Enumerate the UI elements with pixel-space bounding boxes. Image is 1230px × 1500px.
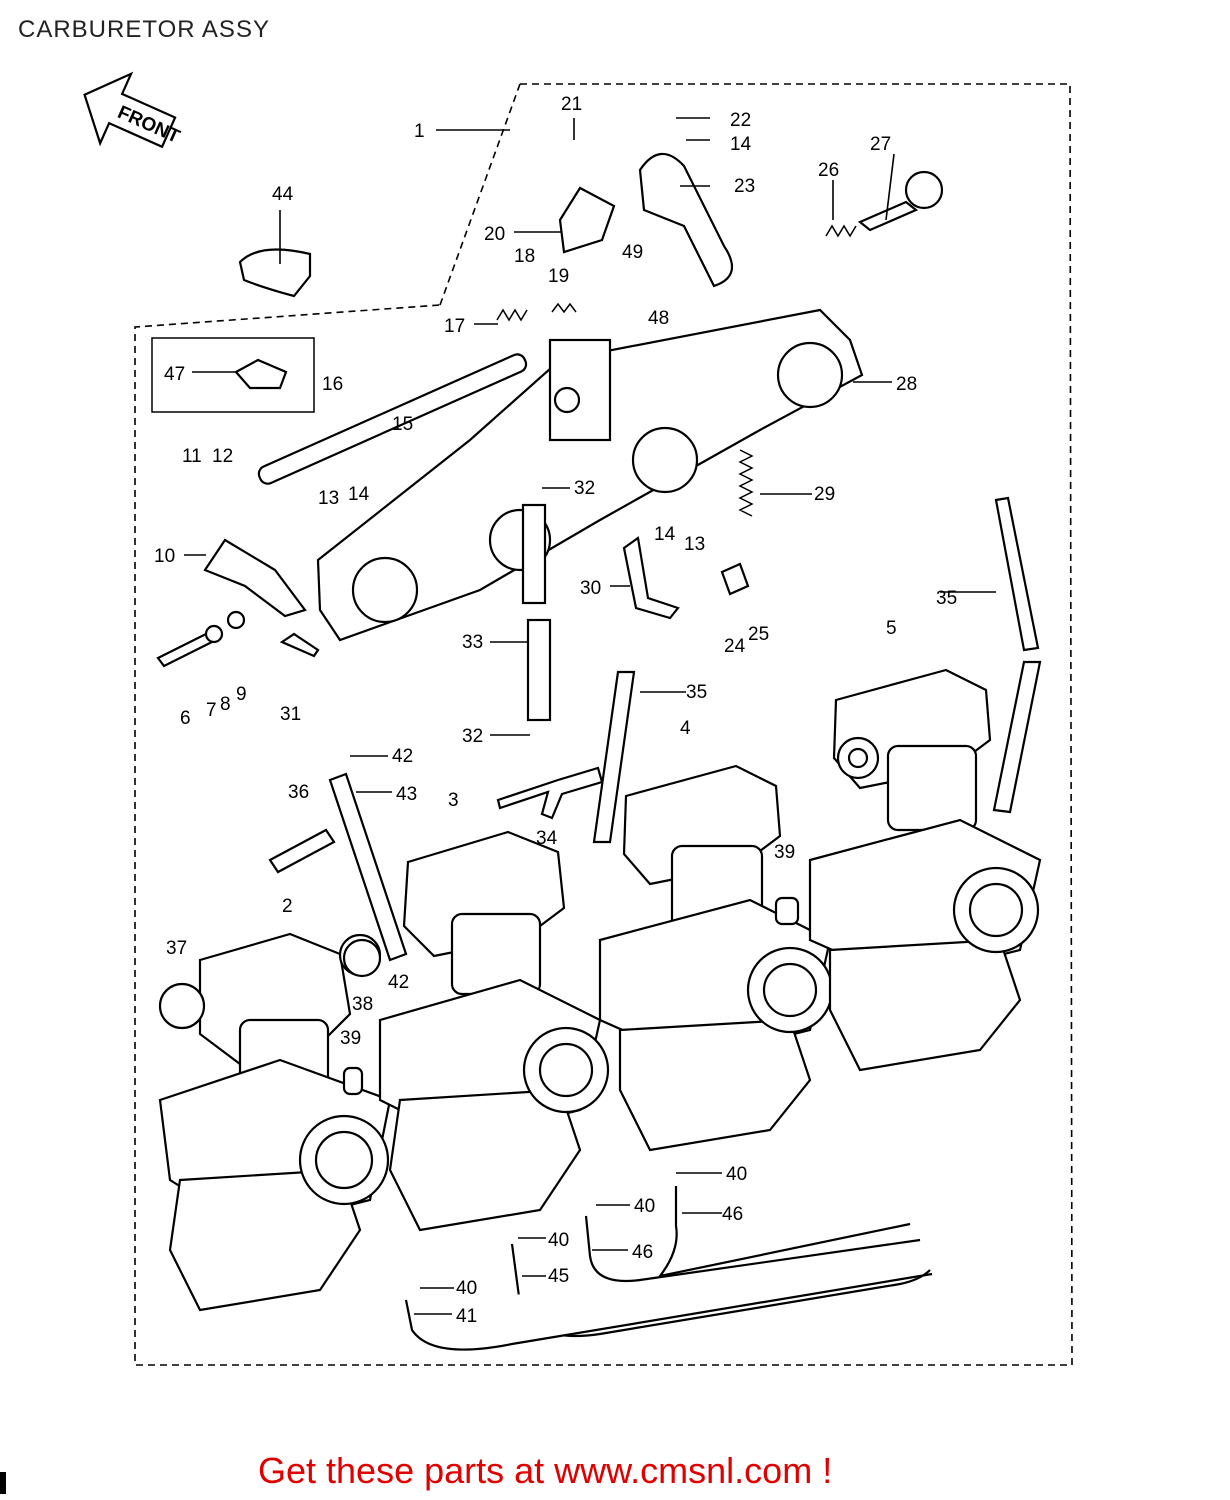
callout-14a: 14 — [348, 484, 370, 505]
carburetor-5 — [808, 668, 1042, 1072]
assembly-outline — [134, 83, 1073, 1366]
cmsnl-promo-link[interactable]: Get these parts at www.cmsnl.com ! — [258, 1450, 833, 1491]
callout-27: 27 — [870, 134, 891, 155]
callout-18: 18 — [514, 246, 535, 267]
callout-29: 29 — [814, 484, 835, 505]
callout-32a: 32 — [574, 478, 595, 499]
corner-mark — [0, 1472, 6, 1494]
callout-1: 1 — [414, 121, 425, 142]
part-39-cap-left — [342, 1066, 364, 1096]
callout-14b: 14 — [730, 134, 752, 155]
callout-39b: 39 — [774, 842, 795, 863]
part-23-lever — [638, 152, 734, 288]
carburetor-2 — [158, 932, 392, 1312]
spring-26 — [825, 224, 857, 238]
tube-33-upper — [521, 503, 547, 605]
callout-40d: 40 — [456, 1278, 477, 1299]
callout-40b: 40 — [634, 1196, 655, 1217]
callout-39a: 39 — [340, 1028, 361, 1049]
callout-23: 23 — [734, 176, 755, 197]
callout-46b: 46 — [632, 1242, 653, 1263]
part-20-bracket — [558, 186, 616, 254]
part-47-box — [151, 337, 315, 413]
callout-labels: 1 2 3 4 5 6 7 8 9 10 11 12 13 14 15 16 1… — [154, 94, 957, 1327]
part-6-screw — [156, 632, 214, 668]
page-title: CARBURETOR ASSY — [18, 16, 270, 43]
callout-5: 5 — [886, 618, 897, 639]
callout-38: 38 — [352, 994, 373, 1015]
callout-37: 37 — [166, 938, 187, 959]
tube-33-lower — [526, 618, 552, 722]
part-44-clip — [238, 248, 312, 298]
part-39-cap-right — [774, 896, 800, 926]
callout-8: 8 — [220, 694, 231, 715]
tube-35-left — [592, 670, 636, 844]
callout-40c: 40 — [548, 1230, 569, 1251]
callout-31: 31 — [280, 704, 301, 725]
callout-19: 19 — [548, 266, 569, 287]
part-47-plate — [234, 358, 288, 390]
callout-16: 16 — [322, 374, 343, 395]
callout-20: 20 — [484, 224, 505, 245]
callout-15: 15 — [392, 414, 413, 435]
callout-46a: 46 — [722, 1204, 743, 1225]
callout-25: 25 — [748, 624, 769, 645]
spring-17 — [496, 308, 528, 322]
part-31-screw — [279, 632, 320, 658]
tube-43 — [328, 772, 408, 962]
callout-9: 9 — [236, 684, 247, 705]
callout-6: 6 — [180, 708, 191, 729]
callout-40a: 40 — [726, 1164, 747, 1185]
callout-45: 45 — [548, 1266, 569, 1287]
carburetor-3 — [378, 830, 610, 1232]
callout-33: 33 — [462, 632, 483, 653]
carburetor-exploded-diagram: FRONT — [83, 71, 1073, 1366]
callout-4: 4 — [680, 718, 691, 739]
part-27-screw — [857, 200, 919, 232]
callout-11: 11 — [182, 446, 202, 467]
callout-47: 47 — [164, 364, 185, 385]
callout-22: 22 — [730, 110, 751, 131]
tube-35-right — [994, 496, 1040, 652]
callout-43: 43 — [396, 784, 417, 805]
callout-2: 2 — [282, 896, 293, 917]
callout-30: 30 — [580, 578, 601, 599]
leader-lines — [184, 117, 996, 1315]
spring-29 — [738, 449, 754, 517]
callout-35b: 35 — [936, 588, 957, 609]
callout-12: 12 — [212, 446, 233, 467]
callout-13a: 13 — [318, 488, 339, 509]
callout-36: 36 — [288, 782, 309, 803]
throttle-shaft — [257, 353, 528, 485]
callout-42b: 42 — [388, 972, 409, 993]
callout-13b: 13 — [684, 534, 705, 555]
callout-44: 44 — [272, 184, 294, 205]
callout-32b: 32 — [462, 726, 483, 747]
callout-10: 10 — [154, 546, 175, 567]
callout-41: 41 — [456, 1306, 477, 1327]
part-38-cap — [342, 938, 382, 978]
callout-21: 21 — [561, 94, 582, 115]
callout-34: 34 — [536, 828, 558, 849]
callout-7: 7 — [206, 700, 217, 721]
callout-26: 26 — [818, 160, 839, 181]
callout-17: 17 — [444, 316, 465, 337]
callout-35a: 35 — [686, 682, 707, 703]
part-30-bracket — [622, 536, 680, 620]
callout-42a: 42 — [392, 746, 413, 767]
carburetor-4 — [598, 764, 834, 1152]
callout-48: 48 — [648, 308, 669, 329]
callout-28: 28 — [896, 374, 917, 395]
callout-14c: 14 — [654, 524, 676, 545]
spring-19 — [551, 302, 577, 314]
front-arrow: FRONT — [83, 71, 183, 149]
t-fitting-34 — [496, 766, 604, 820]
fitting-36 — [268, 828, 336, 874]
part-24-fitting — [720, 562, 750, 596]
callout-49: 49 — [622, 242, 643, 263]
tube-35-right-lower — [992, 660, 1042, 814]
callout-24: 24 — [724, 636, 746, 657]
part-10-lever — [203, 538, 307, 618]
callout-3: 3 — [448, 790, 459, 811]
